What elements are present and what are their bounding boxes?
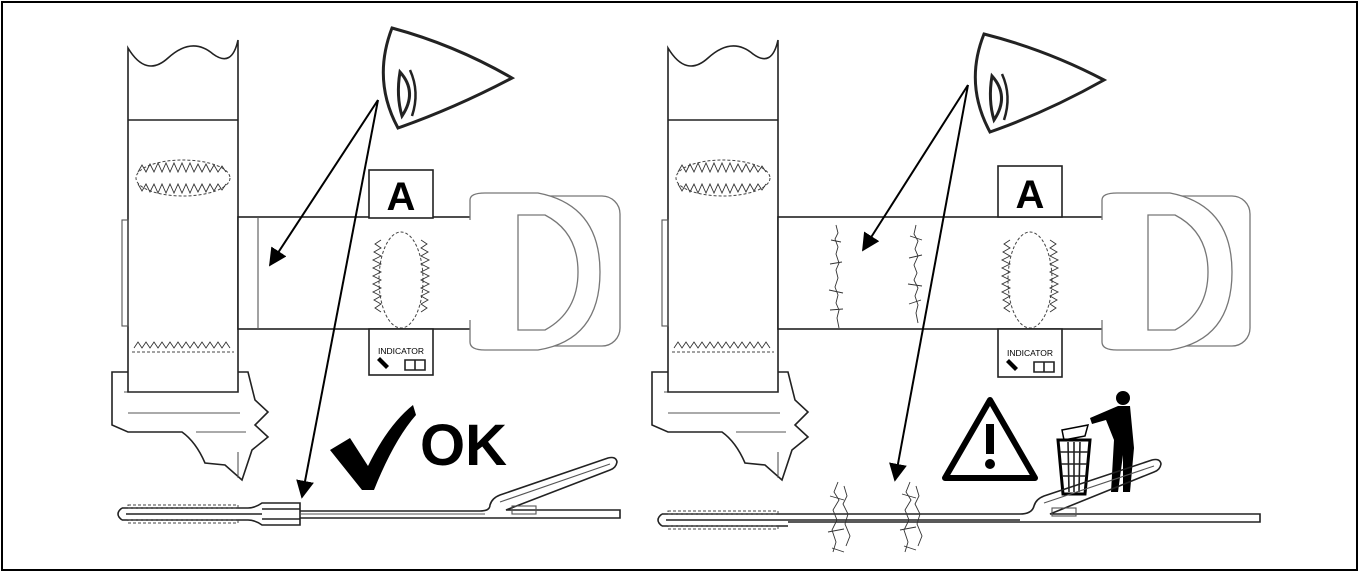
inspection-arrow	[862, 84, 969, 252]
eye-icon	[381, 26, 516, 130]
ok-check: OK	[330, 405, 507, 490]
side-profile	[117, 456, 621, 526]
inspection-arrow	[889, 84, 969, 482]
eye-icon	[973, 32, 1108, 134]
inspection-arrow	[269, 99, 379, 267]
ok-text: OK	[420, 413, 507, 478]
stitch-pattern	[135, 159, 231, 197]
label-tag: A INDICATOR	[997, 165, 1063, 378]
label-letter: A	[387, 175, 416, 219]
label-letter: A	[1016, 173, 1045, 217]
frayed-fibers	[827, 481, 923, 553]
side-profile	[657, 458, 1261, 553]
vertical-strap	[667, 39, 779, 393]
pointer-book-icon	[1006, 359, 1055, 373]
vertical-strap	[127, 39, 239, 393]
indicator-stitch	[1000, 231, 1060, 329]
indicator-stitch	[371, 231, 431, 329]
indicator-label: INDICATOR	[378, 346, 424, 356]
inspection-arrow	[296, 99, 379, 499]
label-tag: A INDICATOR	[368, 169, 434, 376]
checkmark-icon	[330, 405, 416, 490]
d-ring	[469, 192, 621, 351]
d-ring	[1101, 192, 1251, 351]
warning-icon	[942, 397, 1038, 481]
left-panel: A INDICATOR OK	[111, 26, 621, 526]
horizontal-strap	[661, 216, 1141, 330]
pointer-book-icon	[377, 357, 426, 371]
torn-seam	[828, 224, 923, 329]
indicator-label: INDICATOR	[1007, 348, 1053, 358]
discard-bin-icon	[1056, 391, 1134, 496]
right-panel: A INDICATOR	[651, 32, 1261, 553]
stitch-pattern	[675, 159, 771, 197]
